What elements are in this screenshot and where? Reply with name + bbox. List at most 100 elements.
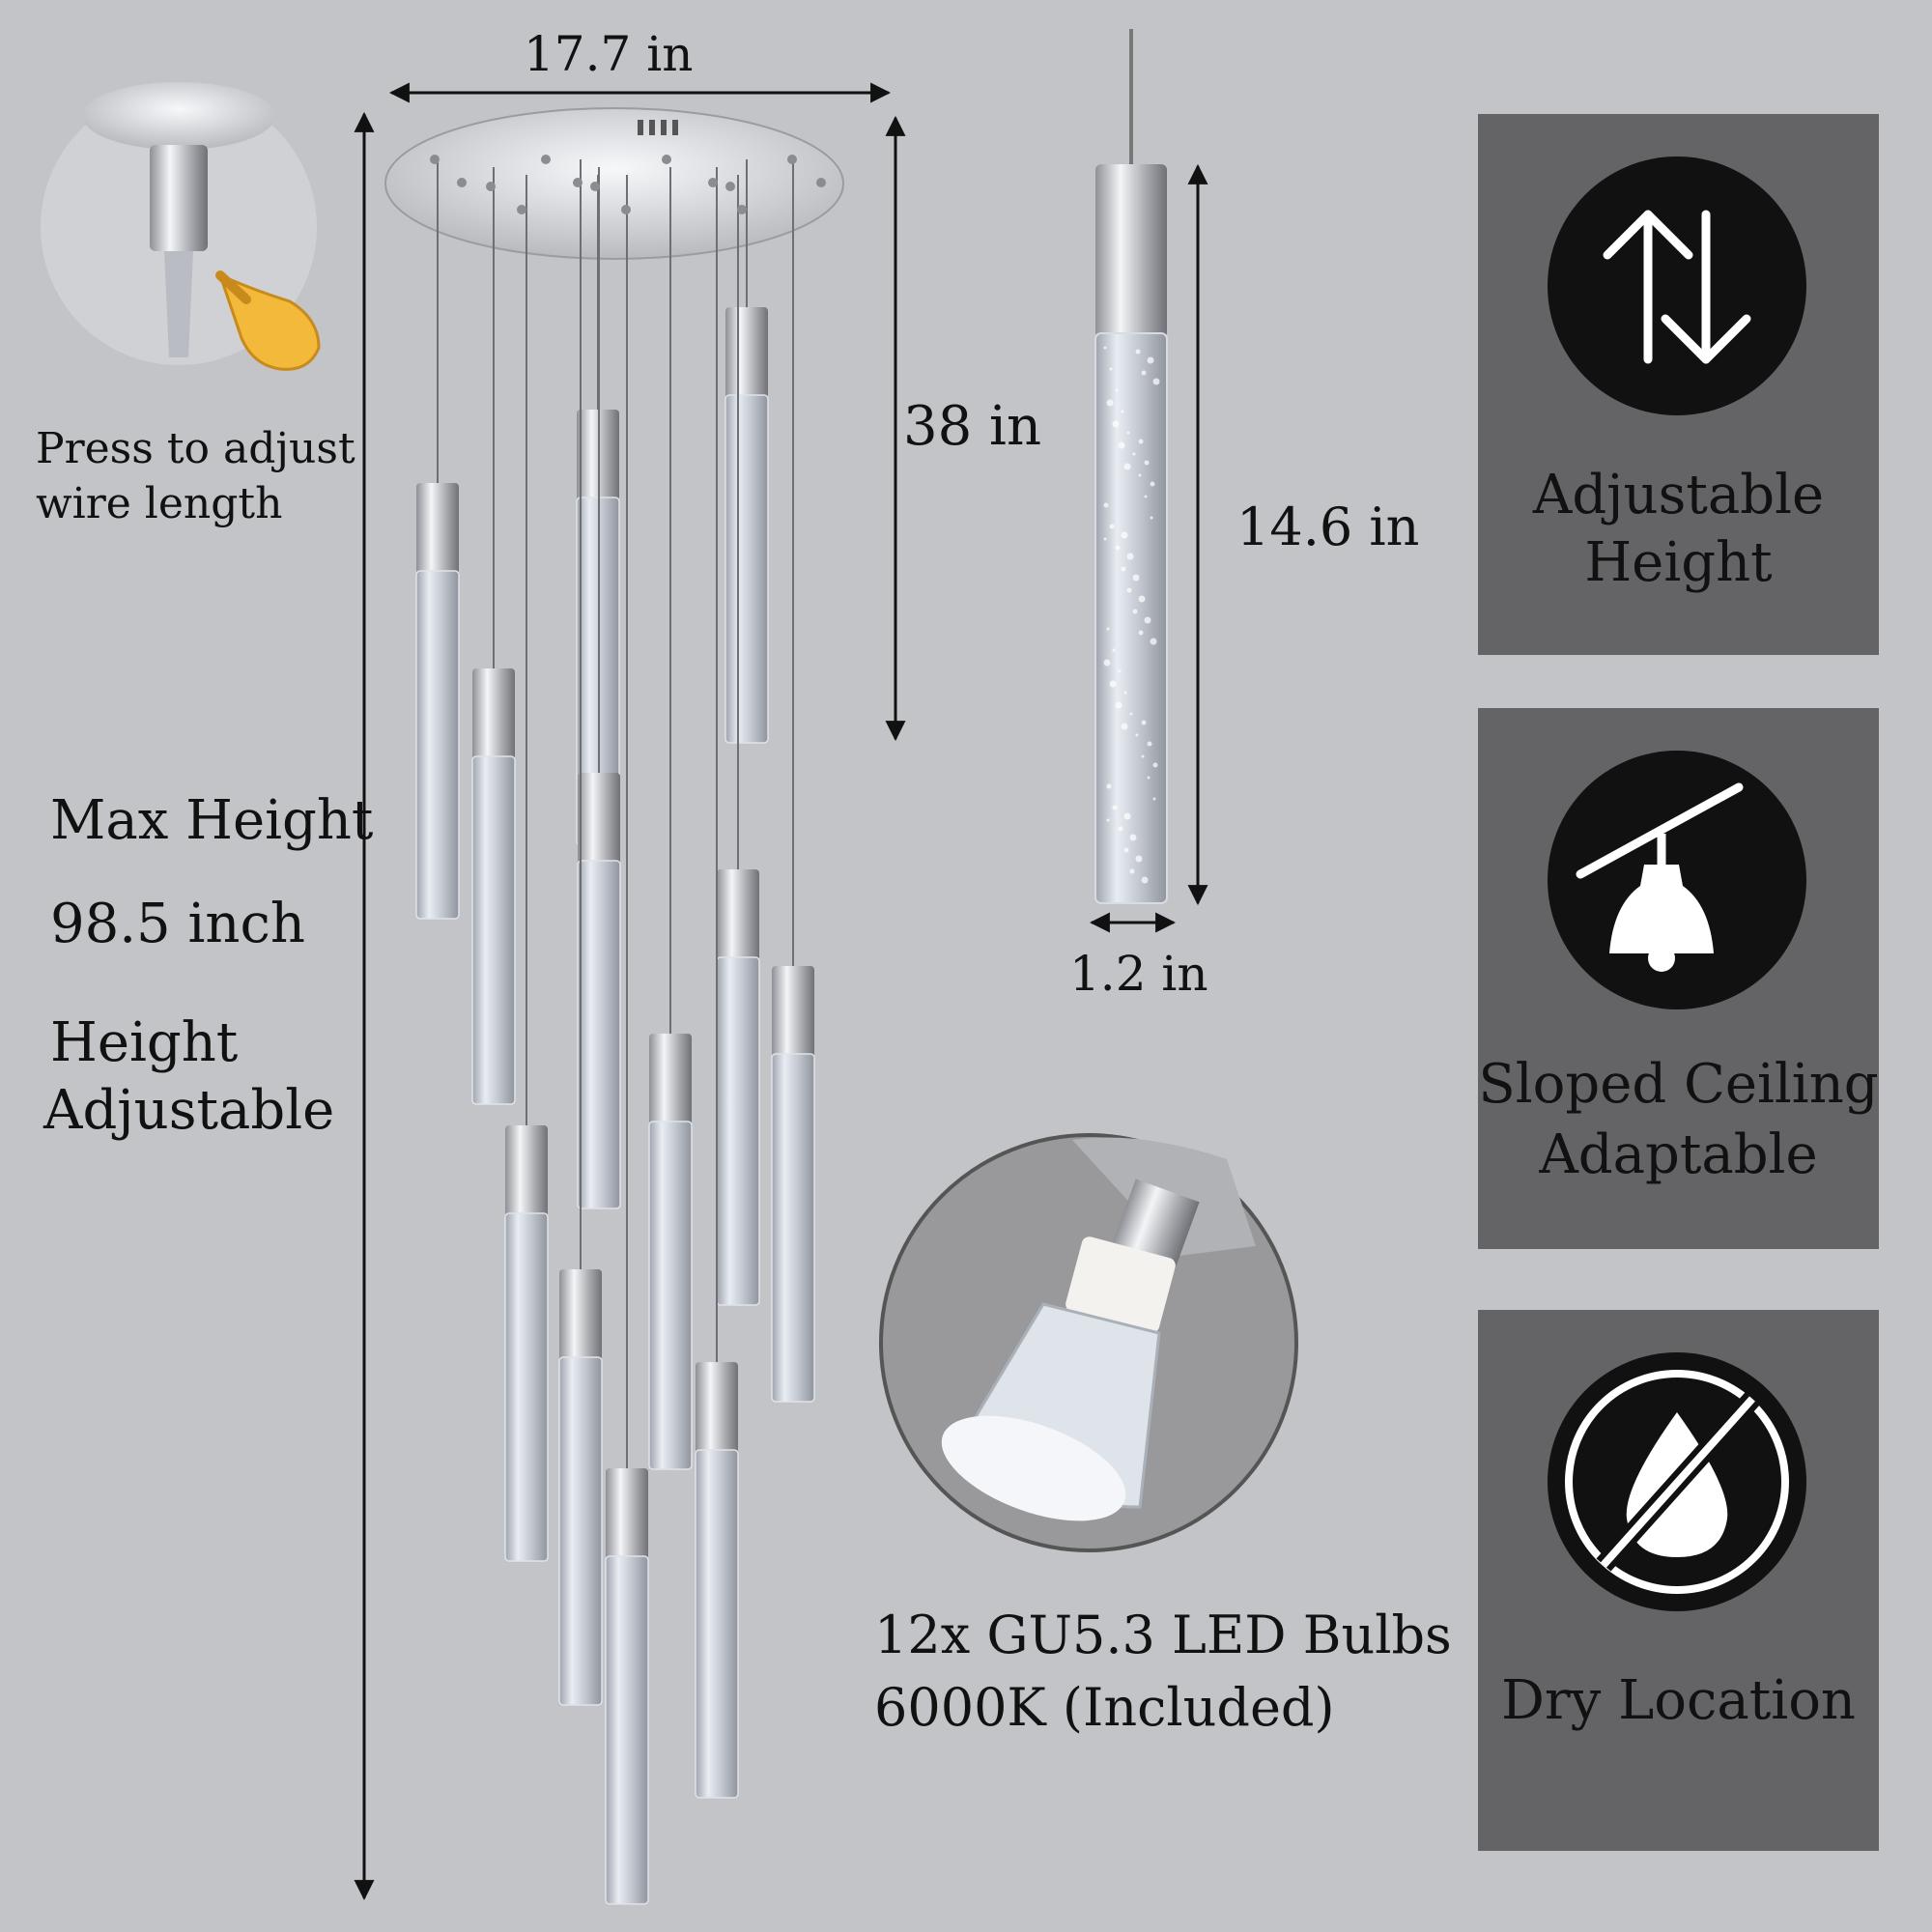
feature-label-line1: Sloped Ceiling <box>1478 1053 1879 1116</box>
glass-bubble <box>1121 723 1128 730</box>
glass-bubble <box>1106 818 1110 822</box>
canopy-bolt <box>816 178 826 187</box>
glass-bubble <box>1109 524 1115 529</box>
glass-bubble <box>1123 812 1131 820</box>
pendant-rod <box>605 175 649 1905</box>
pendant-rod <box>771 159 815 1403</box>
glass-bubble <box>1115 388 1119 392</box>
glass-bubble <box>1138 595 1146 603</box>
max-height-label: Max Height <box>50 789 374 852</box>
pendant-rods <box>415 155 826 1905</box>
canopy-bolt <box>621 205 631 214</box>
max-height-value: 98.5 inch <box>50 893 305 955</box>
glass-bubble <box>1144 495 1148 498</box>
pendant-rod <box>504 175 549 1562</box>
glass-bubble <box>1135 733 1139 737</box>
ceiling-canopy <box>384 107 844 260</box>
glass-bubble <box>1132 452 1136 456</box>
pendant-rod <box>724 159 769 744</box>
glass-bubble <box>1144 616 1151 624</box>
height-label: Height <box>50 1011 239 1074</box>
glass-bubble <box>1138 473 1142 477</box>
pendant-rod <box>695 167 739 1799</box>
canopy-bolt <box>573 178 582 187</box>
pendant-rod <box>716 175 760 1306</box>
glass-bubble <box>1147 741 1152 747</box>
glass-bubble <box>1141 754 1145 758</box>
canopy-bolt <box>430 155 440 164</box>
glass-bubble <box>1150 638 1157 645</box>
canopy-bolt <box>737 205 747 214</box>
feature-label-line2: Adaptable <box>1539 1123 1818 1186</box>
canopy-bolt <box>725 182 735 191</box>
pendant-rod <box>415 159 460 920</box>
feature-panel-dry-location: Dry Location <box>1478 1310 1879 1851</box>
bulbs-temp-label: 6000K (Included) <box>874 1677 1335 1738</box>
glass-bubble <box>1109 680 1117 688</box>
feature-label-line2: Dry Location <box>1501 1669 1856 1732</box>
canopy-bolt <box>517 205 526 214</box>
glass-bubble <box>1147 776 1151 780</box>
glass-bubble <box>1123 691 1127 695</box>
pendant-rod <box>558 159 603 1706</box>
glass-bubble <box>1103 346 1107 350</box>
glass-bubble <box>1103 659 1111 667</box>
glass-bubble <box>1103 537 1107 541</box>
canopy-vent <box>638 120 678 135</box>
pendant-rod <box>577 167 621 1209</box>
bulbs-label: 12x GU5.3 LED Bulbs <box>874 1605 1452 1665</box>
glass-bubble <box>1132 574 1140 582</box>
glass-bubble <box>1109 367 1113 371</box>
section-height-label: 38 in <box>903 395 1042 458</box>
glass-bubble <box>1121 410 1124 413</box>
up-down-arrows-icon <box>1548 156 1806 415</box>
glass-bubble <box>1129 834 1137 841</box>
sloped-ceiling-pendant-icon <box>1548 751 1806 1009</box>
glass-bubble <box>1150 481 1155 487</box>
glass-bubble <box>1106 783 1112 789</box>
glass-bubble <box>1138 630 1144 636</box>
canopy-bolt <box>486 182 496 191</box>
wire-length-label: wire length <box>36 479 283 528</box>
glass-bubble <box>1118 441 1125 449</box>
glass-bubble <box>1141 370 1147 376</box>
rod-height-label: 14.6 in <box>1236 497 1420 557</box>
glass-bubble <box>1141 876 1149 884</box>
glass-bubble <box>1123 847 1129 853</box>
glass-bubble <box>1141 720 1147 725</box>
glass-bubble <box>1103 502 1109 508</box>
glass-bubble <box>1115 701 1122 709</box>
glass-bubble <box>1135 855 1143 863</box>
canopy-bolt <box>541 155 551 164</box>
press-adjust-label: Press to adjust <box>36 424 355 473</box>
glass-bubble <box>1152 378 1160 385</box>
glass-bubble <box>1118 669 1122 673</box>
rod-width-label: 1.2 in <box>1069 946 1208 1002</box>
canopy-bolt <box>457 178 467 187</box>
glass-bubble <box>1123 463 1131 470</box>
glass-bubble <box>1147 356 1154 364</box>
canopy-bolt <box>787 155 797 164</box>
glass-bubble <box>1152 797 1156 801</box>
single-rod-detail <box>1094 29 1168 904</box>
feature-panel-sloped-ceiling: Sloped Ceiling Adaptable <box>1478 708 1879 1249</box>
width-label: 17.7 in <box>524 26 694 82</box>
glass-bubble <box>1112 648 1116 652</box>
adjustable-label: Adjustable <box>43 1079 335 1142</box>
glass-bubble <box>1106 399 1114 407</box>
pendant-rod <box>471 167 516 1105</box>
glass-bubble <box>1121 531 1128 539</box>
bulb-inset <box>879 1133 1298 1552</box>
glass-bubble <box>1138 439 1144 444</box>
glass-bubble <box>1106 627 1110 631</box>
glass-bubble <box>1126 553 1134 560</box>
glass-bubble <box>1118 826 1123 832</box>
glass-bubble <box>1121 566 1126 572</box>
glass-bubble <box>1115 545 1121 551</box>
canopy-bolt <box>708 178 718 187</box>
glass-bubble <box>1126 587 1132 593</box>
glass-bubble <box>1129 712 1133 716</box>
glass-bubble <box>1132 609 1138 614</box>
glass-bubble <box>1135 349 1141 355</box>
